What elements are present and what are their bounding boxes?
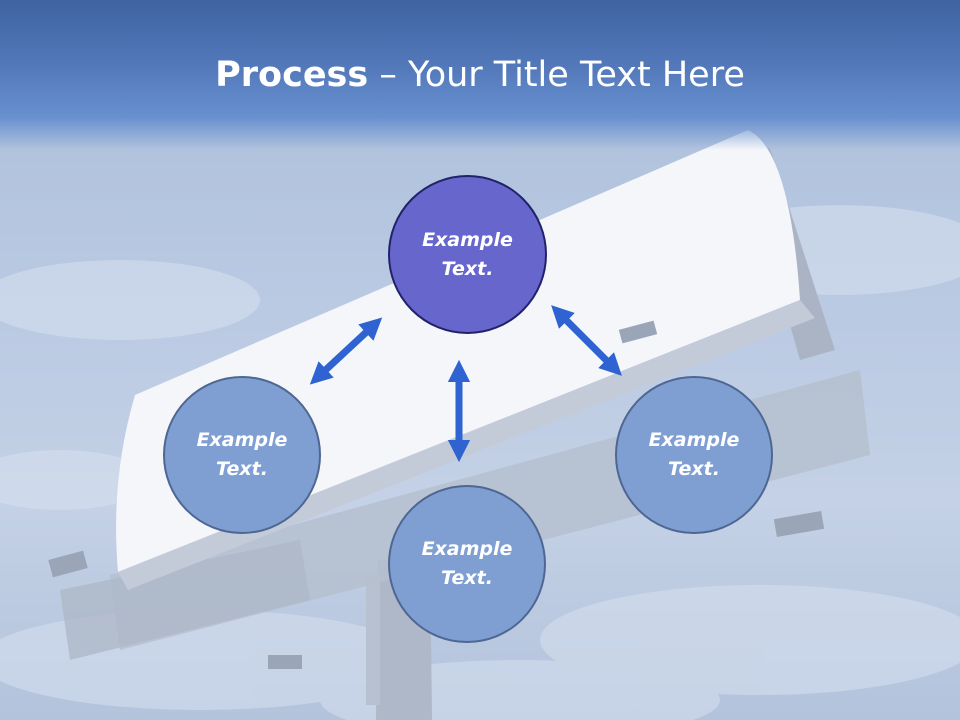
process-node-left: Example Text. bbox=[163, 376, 321, 534]
slide-title: Process – Your Title Text Here bbox=[0, 52, 960, 98]
process-node-left-text: Example Text. bbox=[196, 429, 288, 480]
title-bold-text: Process bbox=[215, 55, 369, 95]
process-node-right: Example Text. bbox=[615, 376, 773, 534]
title-rest-text: – Your Title Text Here bbox=[368, 55, 745, 95]
process-node-right-text: Example Text. bbox=[648, 429, 740, 480]
process-node-top: Example Text. bbox=[388, 175, 547, 334]
title-bar bbox=[0, 0, 960, 150]
process-node-bottom-text: Example Text. bbox=[421, 538, 513, 589]
process-node-bottom: Example Text. bbox=[388, 485, 546, 643]
process-node-top-text: Example Text. bbox=[422, 228, 513, 280]
arrow-top-left bbox=[309, 317, 383, 385]
arrow-top-right bbox=[551, 305, 622, 376]
